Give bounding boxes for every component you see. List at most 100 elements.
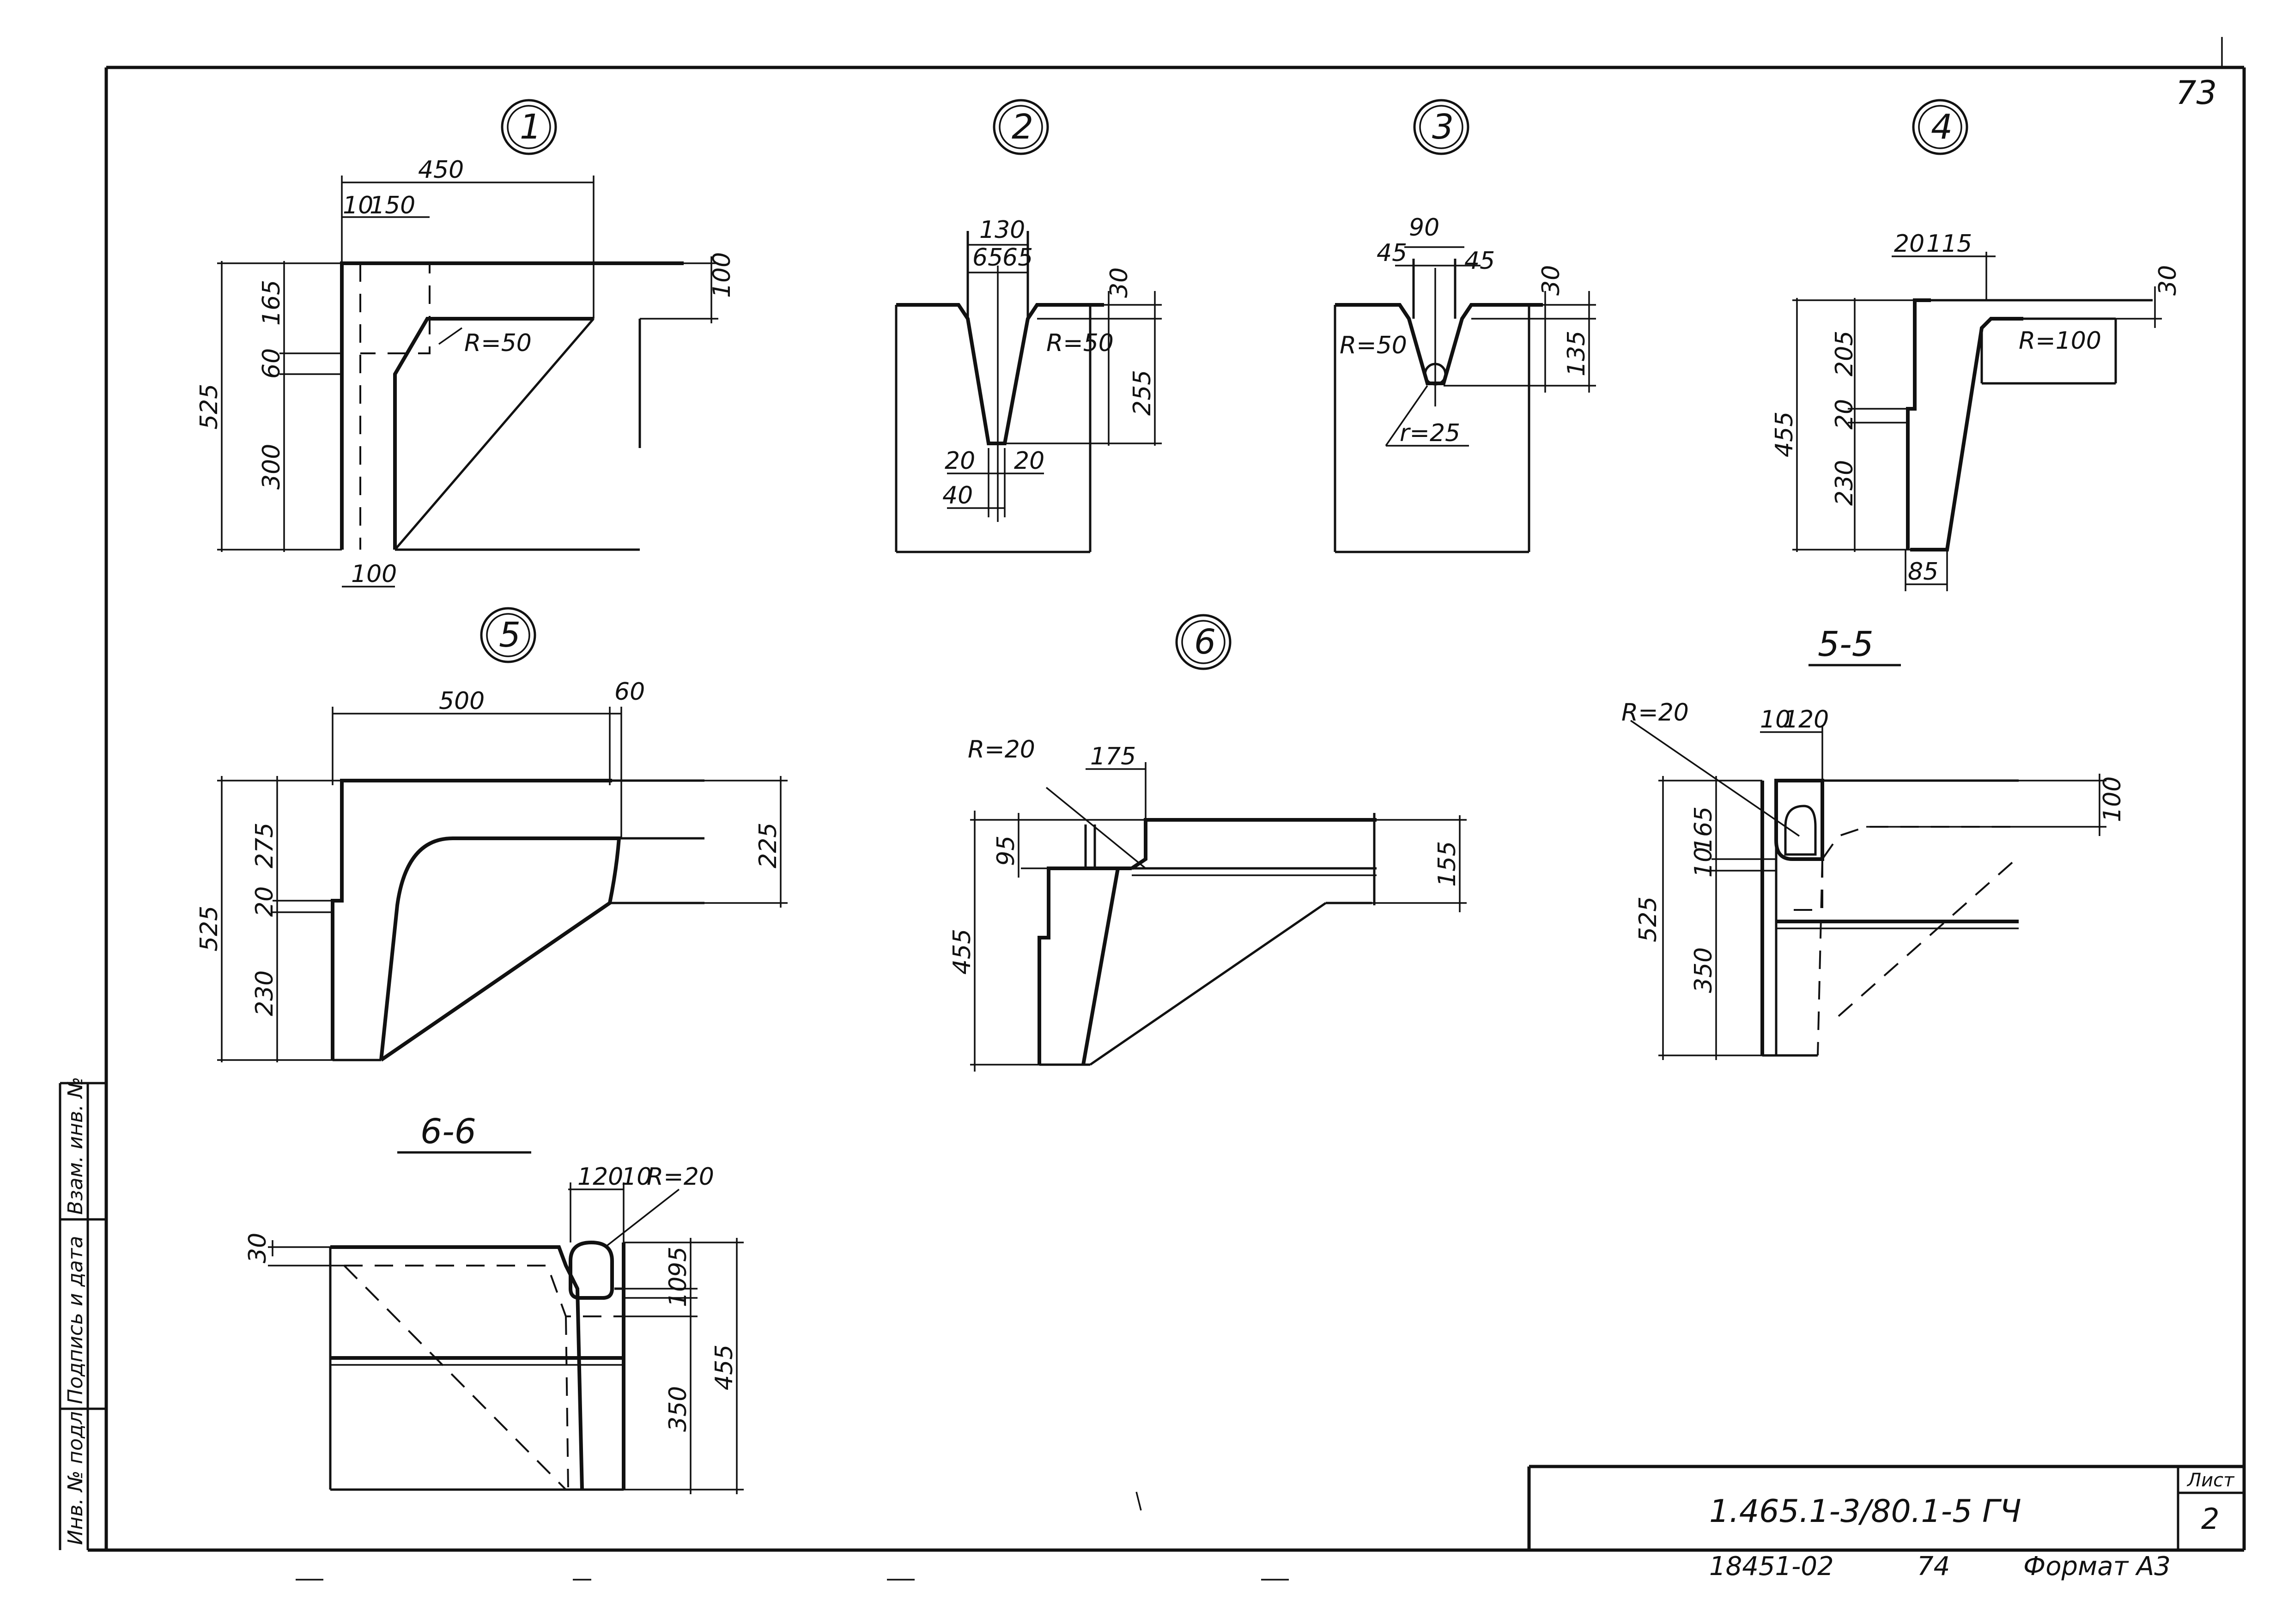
section-5-5-radius: R=20 [1621,699,1689,727]
view-1-dim-300: 300 [258,444,285,490]
section-5-5-dim-350: 350 [1690,947,1717,993]
section-5-5-title: 5-5 [1818,624,1874,664]
view-5-dim-20: 20 [251,886,279,917]
stamp-signature-date: Подпись и дата [64,1236,87,1404]
view-4-dim-20-vert: 20 [1831,399,1858,430]
view-2-dim-40: 40 [942,482,973,509]
bottom-code: 18451-02 [1709,1551,1834,1582]
view-4-dim-30: 30 [2154,265,2182,296]
view-1-dim-450: 450 [418,156,464,184]
view-4-dim-20: 20 [1894,230,1924,258]
section-5-5-dim-525: 525 [1634,897,1662,942]
format-label: Формат А3 [2023,1551,2171,1582]
view-1-mark: 1 [520,107,541,147]
section-6-6-dim-10-vert: 10 [664,1277,692,1307]
view-2-dim-65b: 65 [1002,244,1033,272]
view-3-mark: 3 [1432,107,1454,147]
view-2: 2 130 65 65 30 R=50 255 20 20 40 [895,99,1162,553]
view-4-dim-115: 115 [1926,230,1972,258]
section-6-6-dim-350: 350 [664,1386,692,1432]
section-6-6-radius: R=20 [647,1163,714,1191]
view-5-dim-230: 230 [251,970,279,1016]
section-5-5-dim-120: 120 [1783,706,1829,733]
view-4-dim-205: 205 [1831,331,1858,376]
left-stamp: Инв. № подл. Подпись и дата Взам. инв. № [59,1077,106,1550]
view-4: 4 20 115 30 R=100 205 20 230 455 85 [1771,99,2182,591]
section-5-5-dim-100: 100 [2099,776,2126,822]
view-6-dim-175: 175 [1090,743,1136,770]
section-6-6-dim-30: 30 [244,1233,272,1263]
view-1-dim-100-bottom: 100 [351,560,397,588]
view-4-profile [1906,298,1931,550]
section-5-5-dim-10: 10 [1760,706,1790,733]
view-4-radius: R=100 [2019,327,2101,355]
view-2-dim-30: 30 [1105,267,1133,298]
view-5: 5 500 60 275 20 230 525 225 [195,607,788,1062]
view-1-dim-165: 165 [258,280,285,326]
view-2-dim-20b: 20 [1014,447,1044,475]
view-5-dim-275: 275 [251,823,279,868]
sheet-frame [88,37,2246,1552]
view-1-dim-150: 150 [370,192,415,219]
view-2-dim-130: 130 [979,216,1025,244]
view-3-radius-50: R=50 [1340,332,1407,359]
sheet-number: 2 [2201,1502,2219,1536]
view-2-dim-65a: 65 [972,244,1003,272]
view-3-radius-25: r=25 [1400,419,1460,447]
view-3-dim-90: 90 [1409,214,1439,242]
section-6-6-profile [330,1245,584,1490]
section-6-6-dim-95: 95 [664,1247,692,1277]
section-5-5: 5-5 R=20 10 120 100 165 10 350 525 [1621,624,2126,1060]
stamp-replaced-inv: Взам. инв. № [64,1077,87,1215]
view-4-mark: 4 [1931,107,1953,147]
section-6-6-dim-120: 120 [577,1163,623,1191]
view-4-dim-85: 85 [1908,558,1938,586]
view-6-profile [1038,867,1132,1065]
view-1-dim-60: 60 [258,348,285,379]
section-6-6-dim-455: 455 [710,1345,738,1390]
view-2-mark: 2 [1012,107,1033,147]
view-1-dim-100-top: 100 [708,252,736,298]
stamp-inv-no: Инв. № подл. [64,1405,87,1545]
view-6: 6 R=20 175 95 455 155 [948,614,1467,1072]
section-5-5-dim-10-vert: 10 [1690,847,1717,878]
view-5-dim-500: 500 [439,687,485,715]
view-5-dim-225: 225 [754,823,782,868]
bottom-code-2: 74 [1917,1551,1950,1582]
view-3: 3 90 45 45 30 R=50 135 r=25 [1334,99,1596,553]
view-6-dim-455: 455 [948,929,976,975]
view-5-profile [331,779,612,1060]
section-6-6: 6-6 120 10 R=20 30 10 95 350 455 [244,1112,744,1494]
section-6-6-dim-10: 10 [621,1163,652,1191]
view-4-dim-455: 455 [1771,412,1798,457]
view-3-dim-135: 135 [1563,331,1590,376]
section-6-6-title: 6-6 [420,1112,476,1151]
view-1-dim-10: 10 [343,192,373,219]
view-1: 1 450 10 150 100 165 60 300 525 R=50 [195,99,736,588]
page-number: 73 [2176,74,2217,112]
view-2-radius: R=50 [1046,329,1114,357]
title-block: 1.465.1-3/80.1-5 ГЧ Лист 2 18451-02 74 Ф… [1527,1465,2244,1582]
view-6-radius: R=20 [968,736,1035,764]
view-3-dim-30: 30 [1537,265,1565,296]
view-1-mark-circle [501,99,557,155]
sheet-label: Лист [2186,1470,2235,1491]
designation: 1.465.1-3/80.1-5 ГЧ [1709,1493,2021,1530]
view-5-dim-525: 525 [195,906,223,951]
view-2-profile [896,303,1104,445]
view-1-dim-525: 525 [195,384,223,430]
view-6-dim-95: 95 [992,836,1020,866]
view-4-dim-230: 230 [1831,460,1858,506]
view-5-mark: 5 [499,615,521,655]
view-3-dim-45b: 45 [1464,247,1495,275]
scan-specks [296,1491,1289,1581]
view-2-dim-255: 255 [1129,370,1156,416]
view-5-dim-60: 60 [614,678,645,706]
view-1-radius: R=50 [464,329,532,357]
view-2-dim-20a: 20 [945,447,975,475]
view-3-dim-45a: 45 [1377,239,1407,267]
section-5-5-dim-165: 165 [1690,806,1717,852]
view-6-dim-155: 155 [1433,841,1461,887]
view-6-mark: 6 [1194,622,1216,662]
